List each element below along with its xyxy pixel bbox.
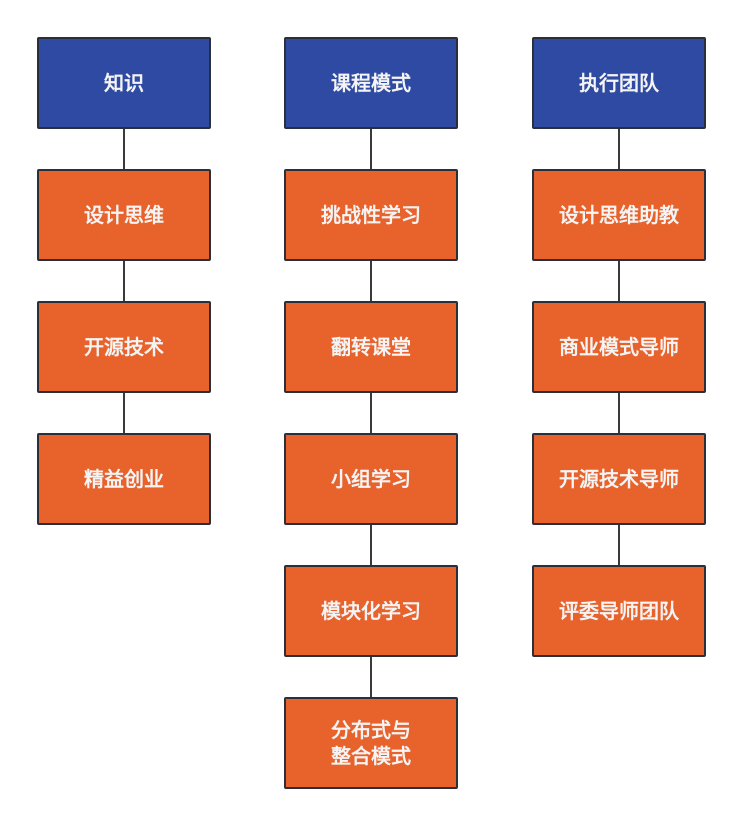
item-node: 挑战性学习 bbox=[284, 169, 458, 261]
connector-line bbox=[123, 261, 125, 301]
item-node: 精益创业 bbox=[37, 433, 211, 525]
item-node: 分布式与 整合模式 bbox=[284, 697, 458, 789]
column-header-node: 执行团队 bbox=[532, 37, 706, 129]
connector-line bbox=[618, 393, 620, 433]
connector-line bbox=[370, 261, 372, 301]
item-node: 设计思维助教 bbox=[532, 169, 706, 261]
connector-line bbox=[370, 129, 372, 169]
item-node: 模块化学习 bbox=[284, 565, 458, 657]
item-node: 小组学习 bbox=[284, 433, 458, 525]
item-node: 开源技术导师 bbox=[532, 433, 706, 525]
connector-line bbox=[123, 393, 125, 433]
item-node: 开源技术 bbox=[37, 301, 211, 393]
item-node: 评委导师团队 bbox=[532, 565, 706, 657]
item-node: 设计思维 bbox=[37, 169, 211, 261]
column-header-node: 知识 bbox=[37, 37, 211, 129]
connector-line bbox=[618, 525, 620, 565]
connector-line bbox=[370, 393, 372, 433]
connector-line bbox=[370, 657, 372, 697]
connector-line bbox=[123, 129, 125, 169]
connector-line bbox=[370, 525, 372, 565]
connector-line bbox=[618, 129, 620, 169]
item-node: 商业模式导师 bbox=[532, 301, 706, 393]
connector-line bbox=[618, 261, 620, 301]
column-header-node: 课程模式 bbox=[284, 37, 458, 129]
item-node: 翻转课堂 bbox=[284, 301, 458, 393]
